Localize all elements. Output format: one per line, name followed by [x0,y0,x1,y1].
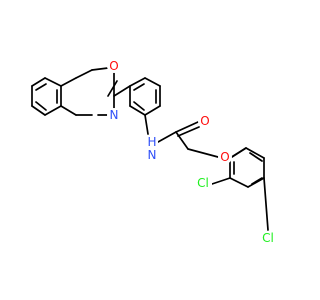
bond-line-30 [177,126,200,137]
bond-line-17 [113,85,131,97]
bond-line-18 [129,77,146,87]
bond-line-34 [245,147,265,159]
atom-cl-para-label: Cl [262,231,274,245]
atom-n-oxazole: N [107,108,121,122]
bond-line-3 [44,105,62,116]
atom-labels: O N H N O O Cl Cl [107,59,277,245]
bond-line-40 [249,152,263,162]
bond-line-10 [60,105,77,116]
bond-line-16 [107,80,118,97]
bond-line-37 [229,177,249,188]
atom-nh-amide: H N [146,135,158,162]
atom-n-amide-label: N [148,148,157,162]
atom-o-ether: O [218,150,232,164]
bond-line-28 [157,131,177,143]
bond-line-32 [187,148,219,158]
atom-o-carbonyl-label: O [200,114,209,128]
atom-cl-ortho: Cl [194,176,212,190]
bond-line-24 [133,83,145,91]
bond-line-13 [91,67,109,71]
bond-line-4 [31,105,46,116]
bond-line-27 [144,114,149,135]
bond-line-1 [44,77,62,87]
atom-h-amide-label: H [147,135,156,149]
bond-line-41 [251,177,263,185]
atom-o-ether-label: O [220,150,229,164]
bond-line-39 [229,147,247,159]
atom-o-oxazole: O [107,59,121,73]
atom-o-oxazole-label: O [109,59,118,73]
bond-line-21 [144,105,161,116]
bond-line-8 [35,101,47,111]
bond-line-26 [133,101,145,111]
atom-o-carbonyl: O [198,114,212,128]
bond-line-44 [263,177,269,231]
bond-line-22 [129,105,146,116]
bond-line-31 [175,131,189,150]
bond-line-11 [75,69,93,79]
molecule-structure-diagram: O N H N O O Cl Cl [31,59,277,245]
atom-n-oxazole-label: N [110,108,119,122]
bond-line-19 [144,77,161,87]
bond-line-29 [175,121,199,133]
atom-cl-ortho-label: Cl [197,176,209,190]
atom-cl-para: Cl [259,231,277,245]
bond-line-43 [211,177,231,185]
bond-line-9 [60,77,77,87]
bond-line-0 [31,77,46,87]
bond-line-6 [35,83,47,91]
